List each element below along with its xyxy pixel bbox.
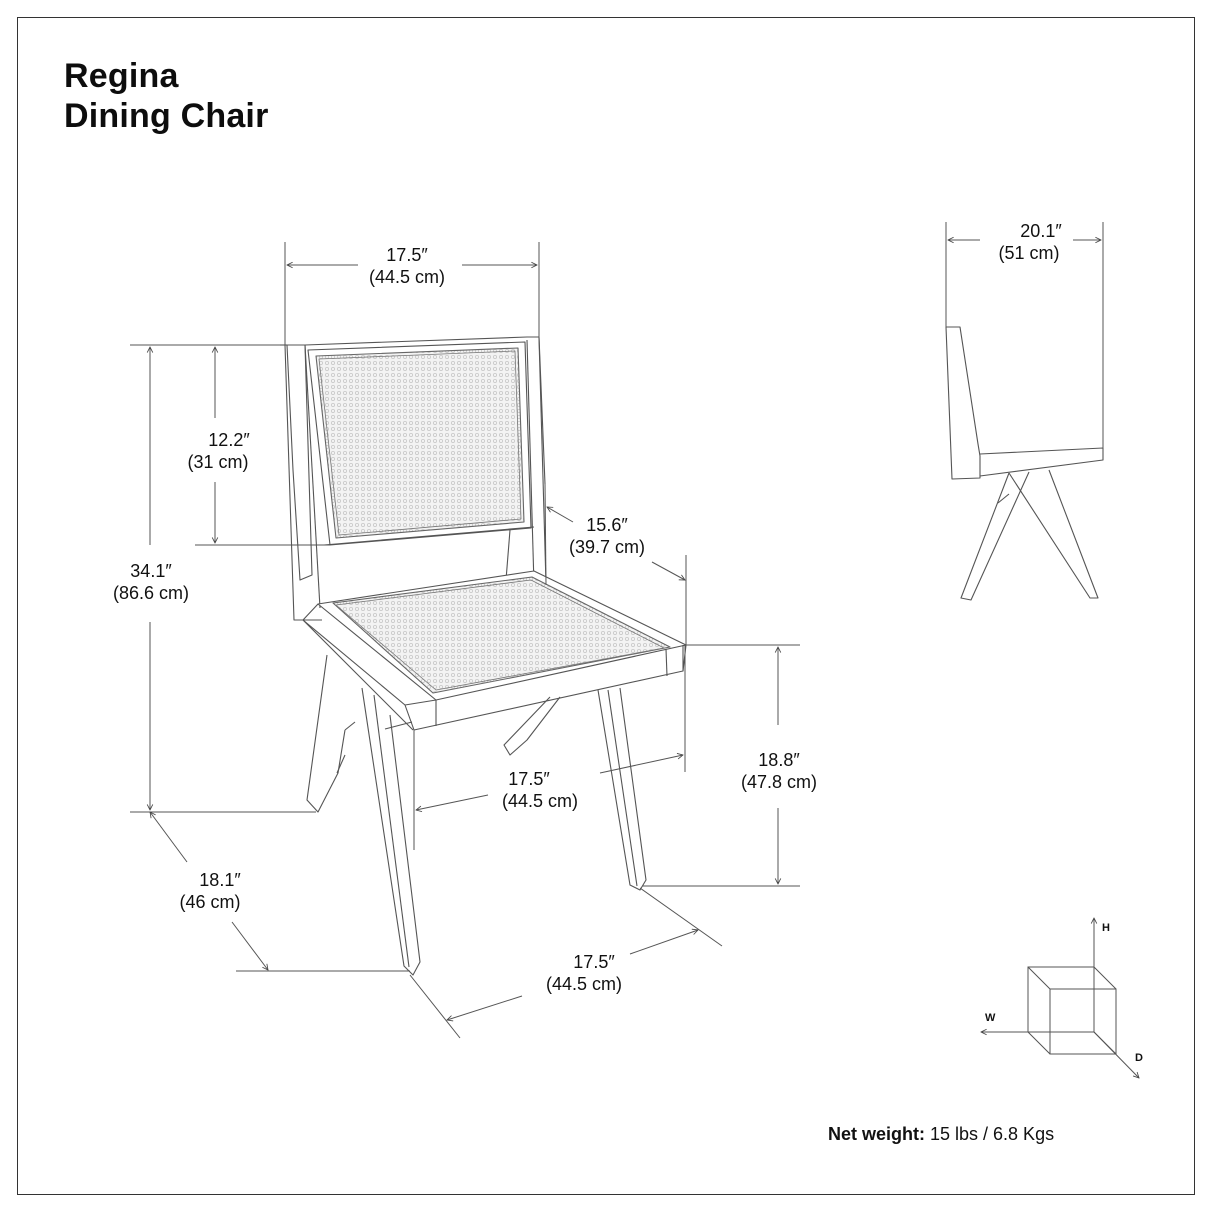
net-weight-label: Net weight: xyxy=(828,1124,925,1144)
dim-seat-height-imperial: 18.8″ xyxy=(758,750,800,770)
dim-seat-width: 17.5″ (44.5 cm) xyxy=(486,768,594,812)
dim-leg-width-imperial: 17.5″ xyxy=(573,952,615,972)
dim-backrest-height-metric: (31 cm) xyxy=(187,452,249,472)
net-weight: Net weight: 15 lbs / 6.8 Kgs xyxy=(828,1124,1054,1145)
dim-leg-width-metric: (44.5 cm) xyxy=(545,974,623,994)
dim-overall-width-imperial: 17.5″ xyxy=(386,245,428,265)
net-weight-value: 15 lbs / 6.8 Kgs xyxy=(925,1124,1055,1144)
page-frame xyxy=(17,17,1195,1195)
dim-seat-height: 18.8″ (47.8 cm) xyxy=(725,749,833,793)
dim-seat-width-imperial: 17.5″ xyxy=(508,769,550,789)
dim-side-depth-metric: (51 cm) xyxy=(998,243,1060,263)
dim-overall-height-metric: (86.6 cm) xyxy=(112,583,190,603)
dimension-lines xyxy=(130,222,1104,1039)
dim-seat-depth: 15.6″ (39.7 cm) xyxy=(552,514,662,558)
dim-side-depth: 20.1″ (51 cm) xyxy=(984,220,1074,264)
title-line-2: Dining Chair xyxy=(64,97,269,135)
dim-seat-width-metric: (44.5 cm) xyxy=(501,791,579,811)
dim-overall-height: 34.1″ (86.6 cm) xyxy=(96,560,206,604)
dim-backrest-height-imperial: 12.2″ xyxy=(208,430,250,450)
axis-label-width: W xyxy=(985,1012,996,1024)
dim-leg-depth-metric: (46 cm) xyxy=(179,892,241,912)
dim-leg-depth-imperial: 18.1″ xyxy=(199,870,241,890)
axis-label-depth: D xyxy=(1135,1052,1143,1064)
dim-side-depth-imperial: 20.1″ xyxy=(1020,221,1062,241)
dim-backrest-height: 12.2″ (31 cm) xyxy=(170,429,266,473)
title-line-1: Regina xyxy=(64,57,179,95)
product-title: Regina Dining Chair xyxy=(64,56,269,136)
dim-seat-depth-metric: (39.7 cm) xyxy=(568,537,646,557)
axis-legend-cube xyxy=(981,918,1139,1078)
dim-leg-depth: 18.1″ (46 cm) xyxy=(168,869,252,913)
dim-leg-width: 17.5″ (44.5 cm) xyxy=(530,951,638,995)
chair-front-view xyxy=(280,336,687,976)
dim-overall-width-metric: (44.5 cm) xyxy=(368,267,446,287)
dim-seat-depth-imperial: 15.6″ xyxy=(586,515,628,535)
dim-overall-width: 17.5″ (44.5 cm) xyxy=(345,244,469,288)
axis-label-height: H xyxy=(1102,922,1110,934)
chair-side-view xyxy=(945,326,1104,601)
dim-seat-height-metric: (47.8 cm) xyxy=(740,772,818,792)
dim-overall-height-imperial: 34.1″ xyxy=(130,561,172,581)
